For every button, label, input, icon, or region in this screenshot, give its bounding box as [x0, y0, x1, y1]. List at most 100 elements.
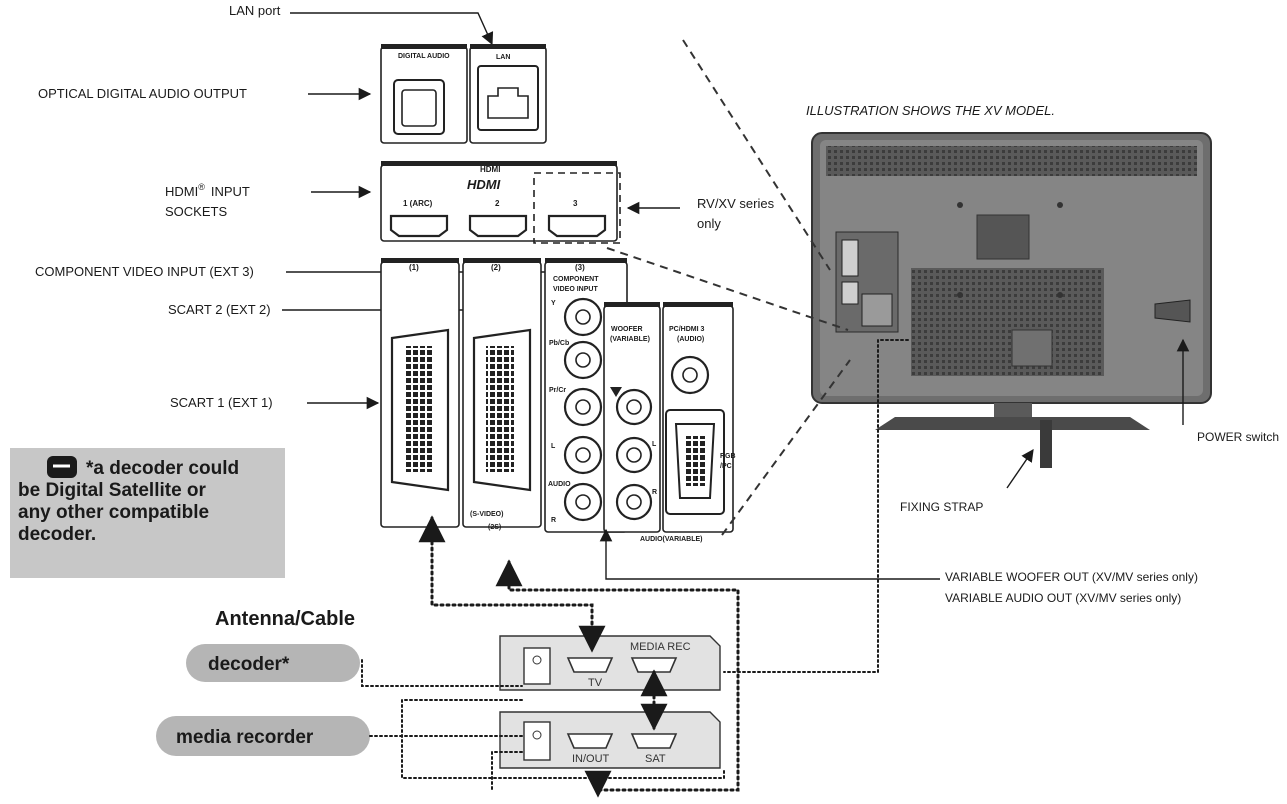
recorder-antenna-port[interactable]: [523, 721, 551, 761]
dash-to-tv-top: [682, 39, 831, 271]
rvxv-dashed-outline: [533, 172, 621, 244]
dash-to-tv-mid: [606, 247, 849, 331]
scart2-panel: (2) (S-VIDEO) (2S): [462, 258, 542, 531]
optical-label: OPTICAL DIGITAL AUDIO OUTPUT: [38, 86, 247, 101]
svg-text:TV: TV: [588, 677, 603, 689]
dash-to-tv-low: [721, 359, 851, 536]
svg-text:LAN: LAN: [496, 54, 510, 61]
svg-text:PC/HDMI 3: PC/HDMI 3: [669, 326, 705, 333]
hdmi-panel: HDMI HDMI 1 (ARC) 2 3: [380, 161, 621, 244]
hdmi-socket-1[interactable]: [389, 214, 449, 238]
svg-text:WOOFER: WOOFER: [611, 326, 643, 333]
audio-l-jack[interactable]: [563, 435, 603, 475]
svg-text:DIGITAL AUDIO: DIGITAL AUDIO: [398, 53, 450, 60]
component-pr-jack[interactable]: [563, 387, 603, 427]
svg-text:decoder*: decoder*: [208, 654, 290, 675]
recorder-rf-out: [491, 751, 523, 791]
svg-text:media recorder: media recorder: [176, 727, 314, 748]
lan-socket[interactable]: [477, 65, 539, 131]
svg-text:/PC: /PC: [720, 463, 732, 470]
lan-port-panel: LAN: [469, 44, 547, 144]
hdmi-label-line2: SOCKETS: [165, 204, 227, 219]
hdmi-logo: HDMI: [467, 177, 501, 192]
variable-r-jack-top[interactable]: [615, 436, 653, 474]
hdmi-socket-3[interactable]: [547, 214, 607, 238]
svg-text:VIDEO INPUT: VIDEO INPUT: [553, 286, 598, 293]
fixing-strap-label: FIXING STRAP: [900, 500, 983, 514]
rvxv-label-line1: RV/XV series: [697, 196, 775, 211]
svg-text:R: R: [652, 489, 657, 496]
tv-back-illustration: [811, 132, 1212, 468]
svg-text:*a decoder could: *a decoder could: [86, 458, 239, 479]
scart2-label: SCART 2 (EXT 2): [168, 302, 271, 317]
woofer-out-label: VARIABLE WOOFER OUT (XV/MV series only): [945, 570, 1198, 584]
illustration-caption: ILLUSTRATION SHOWS THE XV MODEL.: [806, 103, 1055, 118]
svg-text:(2S): (2S): [488, 524, 501, 531]
svg-text:decoder.: decoder.: [18, 524, 96, 545]
svg-text:Y: Y: [551, 300, 556, 307]
recorder-inout-scart[interactable]: [566, 733, 614, 749]
decoder-antenna-port[interactable]: [523, 647, 551, 685]
svg-text:(1): (1): [409, 263, 419, 272]
cable-scart2-to-recorder: [495, 559, 740, 792]
variable-l-jack[interactable]: [615, 388, 653, 426]
decoder-label-pill: decoder*: [186, 644, 360, 682]
svg-text:L: L: [551, 443, 556, 450]
svg-text:AUDIO: AUDIO: [548, 481, 571, 488]
recorder-sat-scart[interactable]: [630, 733, 678, 749]
svg-text:(3): (3): [575, 263, 585, 272]
variable-out-arrow: [599, 528, 940, 580]
svg-text:(VARIABLE): (VARIABLE): [610, 336, 650, 343]
decoder-to-recorder-rf: [401, 699, 725, 779]
svg-text:AUDIO(VARIABLE): AUDIO(VARIABLE): [640, 536, 702, 543]
decoder-device: MEDIA REC TV: [499, 635, 721, 691]
pc-audio-jack[interactable]: [670, 355, 710, 395]
svg-text:IN/OUT: IN/OUT: [572, 753, 610, 765]
component-pb-jack[interactable]: [563, 340, 603, 380]
lan-port-label: LAN port: [229, 3, 281, 18]
decoder-note-box: *a decoder could be Digital Satellite or…: [10, 448, 285, 578]
svg-text:be Digital Satellite or: be Digital Satellite or: [18, 480, 207, 501]
strap-arrow: [1006, 448, 1034, 489]
svg-text:3: 3: [573, 199, 578, 208]
svg-text:SAT: SAT: [645, 753, 666, 765]
svg-text:(2): (2): [491, 263, 501, 272]
optical-port-panel: DIGITAL AUDIO: [380, 44, 468, 144]
audio-out-label: VARIABLE AUDIO OUT (XV/MV series only): [945, 591, 1181, 605]
svg-text:(S-VIDEO): (S-VIDEO): [470, 511, 503, 518]
antenna-cable-label: Antenna/Cable: [215, 608, 355, 630]
svg-text:RGB: RGB: [720, 453, 736, 460]
decoder-mediarec-scart[interactable]: [630, 657, 678, 673]
tv-to-device-rf: [723, 339, 909, 673]
scart1-panel: (1): [380, 258, 460, 528]
media-recorder-device: IN/OUT SAT: [499, 711, 721, 769]
svg-text:COMPONENT: COMPONENT: [553, 276, 599, 283]
svg-text:any other compatible: any other compatible: [18, 502, 209, 523]
rvxv-label-line2: only: [697, 216, 721, 231]
component-label: COMPONENT VIDEO INPUT (EXT 3): [35, 264, 254, 279]
svg-text:Pr/Cr: Pr/Cr: [549, 387, 566, 394]
svg-text:1 (ARC): 1 (ARC): [403, 199, 433, 208]
cable-scart1-to-decoder: [418, 515, 606, 653]
hdmi-label-line1: HDMI®INPUT: [165, 182, 250, 199]
svg-text:2: 2: [495, 199, 500, 208]
hdmi-socket-2[interactable]: [468, 214, 528, 238]
decoder-tv-scart[interactable]: [566, 657, 614, 673]
svg-text:(AUDIO): (AUDIO): [677, 336, 704, 343]
audio-r-jack[interactable]: [563, 482, 603, 522]
svg-text:HDMI: HDMI: [480, 165, 500, 174]
lan-port-arrow: [290, 12, 494, 46]
scart1-label: SCART 1 (EXT 1): [170, 395, 273, 410]
power-switch-label: POWER switch: [1197, 430, 1279, 444]
variable-r-jack[interactable]: [615, 483, 653, 521]
woofer-panel: WOOFER (VARIABLE) L R AUDIO(VARIABLE): [603, 302, 702, 543]
media-recorder-label-pill: media recorder: [156, 716, 370, 756]
pc-panel: PC/HDMI 3 (AUDIO) RGB /PC: [662, 302, 736, 533]
svg-text:L: L: [652, 441, 657, 448]
svg-text:R: R: [551, 517, 556, 524]
svg-text:Pb/Cb: Pb/Cb: [549, 340, 569, 347]
svg-text:MEDIA REC: MEDIA REC: [630, 641, 691, 653]
component-y-jack[interactable]: [563, 297, 603, 337]
